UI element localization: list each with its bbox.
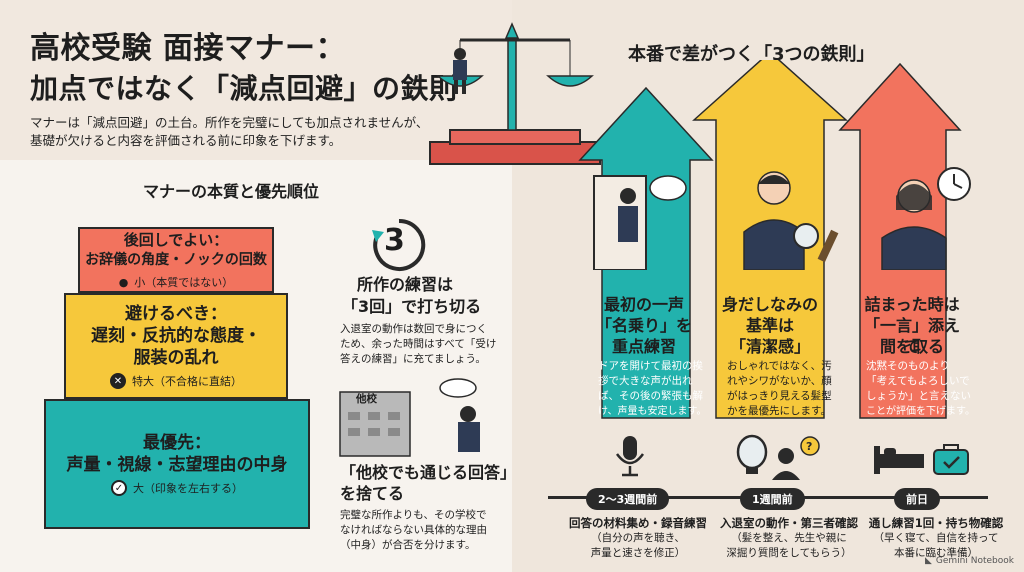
arrow1-heading1: 最初の一声: [603, 295, 684, 314]
header-area: [0, 0, 512, 160]
tip1-body2: ため、余った時間はすべて「受け: [340, 338, 497, 350]
arrow1-body1: ドアを開けて最初の挨: [598, 360, 703, 372]
arrow2-body2: れやシワがないか、顔: [727, 375, 832, 387]
timeline-1-sub2: 声量と速さを修正）: [590, 547, 686, 559]
dot-icon: ●: [118, 275, 129, 289]
header-desc-line2: 基礎が欠けると内容を評価される前に印象を下げます。: [30, 133, 342, 148]
tier-top-label: 後回しでよい：: [123, 231, 229, 249]
door-student-illustration: [593, 175, 687, 270]
arrow1-body3: ば、その後の緊張も解: [598, 390, 703, 402]
tip1-body3: 答えの練習」に充てましょう。: [340, 353, 486, 365]
timeline-2-heading: 入退室の動作・第三者確認: [720, 516, 858, 530]
timeline-2-sub1: （髪を整え、先生や親に: [731, 532, 847, 544]
arrow3-heading2: 「一言」添えて: [863, 316, 960, 356]
tier-base-sub: ✓大（印象を左右する）: [111, 480, 243, 496]
svg-text:?: ?: [806, 440, 812, 453]
arrow2-body3: がはっきり見える髪型: [727, 390, 832, 402]
pyramid-top-tier: 後回しでよい： お辞儀の角度・ノックの回数 ●小（本質ではない）: [78, 227, 274, 293]
tier-base-label: 最優先：: [143, 433, 211, 453]
arrow3-body1: 沈黙そのものより: [866, 360, 950, 372]
microphone-icon: [615, 436, 645, 477]
timeline-3-heading: 通し練習1回・持ち物確認: [868, 516, 1004, 530]
pyramid-title: マナーの本質と優先順位: [143, 182, 320, 201]
tip2-heading1: 「他校でも通じる回答」: [340, 463, 517, 482]
arrow2-heading2: 基準は: [745, 316, 794, 335]
arrow1-body2: 拶で大きな声が出れ: [598, 375, 693, 387]
tier-mid-title1: 遅刻・反抗的な態度・: [91, 326, 261, 346]
arrow3-heading3: 間を取る: [879, 337, 944, 356]
tip2-heading2: を捨てる: [340, 484, 405, 503]
building-label: 他校: [356, 393, 377, 405]
arrow3-body2: 「考えてもよろしいで: [866, 375, 970, 387]
tier-mid-title2: 服装の乱れ: [133, 348, 219, 368]
tier-base-title: 声量・視線・志望理由の中身: [66, 455, 288, 475]
tip1-heading2: 「3回」で打ち切る: [342, 297, 482, 316]
student-thinking-clock-illustration: [881, 167, 971, 270]
arrow2-heading3: 「清潔感」: [729, 337, 810, 356]
tip2-body1: 完璧な所作よりも、その学校で: [340, 509, 487, 521]
notebook-logo-icon: ◣: [924, 556, 932, 566]
arrow3-body3: しょうか」と言えない: [866, 390, 971, 402]
arrow2-body1: おしゃれではなく、汚: [727, 360, 832, 372]
tier-top-sub: ●小（本質ではない）: [118, 275, 234, 290]
timeline-1-sub1: （自分の声を聴き、: [591, 532, 685, 544]
pyramid-mid-tier: 避けるべき： 遅刻・反抗的な態度・ 服装の乱れ ✕特大（不合格に直結）: [64, 293, 288, 399]
right-title: 本番で差がつく「3つの鉄則」: [628, 44, 875, 65]
arrow3-body4: ことが評価を下げます。: [866, 406, 975, 417]
arrow2-heading1: 身だしなみの: [721, 295, 818, 314]
arrow3-heading1: 詰まった時は: [864, 295, 960, 314]
cycle-icon: [372, 218, 426, 271]
footer-brand: ◣ Gemini Notebook: [924, 556, 1014, 566]
timeline-label-2: 1週間前: [740, 488, 805, 510]
tip2-body2: なければならない具体的な理由: [340, 524, 487, 536]
page-title-line1: 高校受験 面接マナー：: [30, 31, 346, 66]
mirror-person-question-icon: ?: [736, 434, 820, 480]
timeline-1-heading: 回答の材料集め・録音練習: [569, 516, 707, 530]
timeline-label-3: 前日: [894, 488, 940, 510]
page-title-line2: 加点ではなく「減点回避」の鉄則: [30, 72, 458, 105]
timeline-3-sub1: （早く寝て、自信を持って: [873, 532, 999, 544]
timeline-3-sub2: 本番に臨む準備）: [894, 547, 978, 559]
pyramid-base-tier: 最優先： 声量・視線・志望理由の中身 ✓大（印象を左右する）: [44, 399, 310, 529]
arrow2-body4: かを最優先にします。: [727, 405, 831, 417]
tier-mid-sub: ✕特大（不合格に直結）: [110, 373, 242, 389]
arrow1-heading3: 重点練習: [611, 337, 676, 356]
student-mirror-illustration: [743, 171, 839, 270]
tip1-body1: 入退室の動作は数回で身につく: [340, 323, 487, 335]
timeline-label-1: 2〜3週間前: [586, 488, 670, 510]
bed-bag-icon: [874, 444, 969, 475]
tier-mid-label: 避けるべき：: [125, 304, 227, 324]
tip2-body3: （中身）が合否を分けます。: [340, 539, 476, 551]
tier-top-title: お辞儀の角度・ノックの回数: [85, 252, 267, 268]
tip1-number: 3: [384, 223, 405, 258]
cross-icon: ✕: [110, 373, 126, 389]
check-icon: ✓: [111, 480, 127, 496]
arrow1-heading2: 「名乗り」を: [595, 316, 692, 335]
tip1-heading1: 所作の練習は: [357, 275, 454, 294]
school-building-illustration: [339, 378, 480, 457]
arrow1-body4: け、声量も安定します。: [598, 406, 707, 417]
timeline-2-sub2: 深掘り質問をしてもらう）: [726, 547, 852, 559]
header-desc-line1: マナーは「減点回避」の土台。所作を完璧にしても加点されませんが、: [30, 115, 429, 130]
